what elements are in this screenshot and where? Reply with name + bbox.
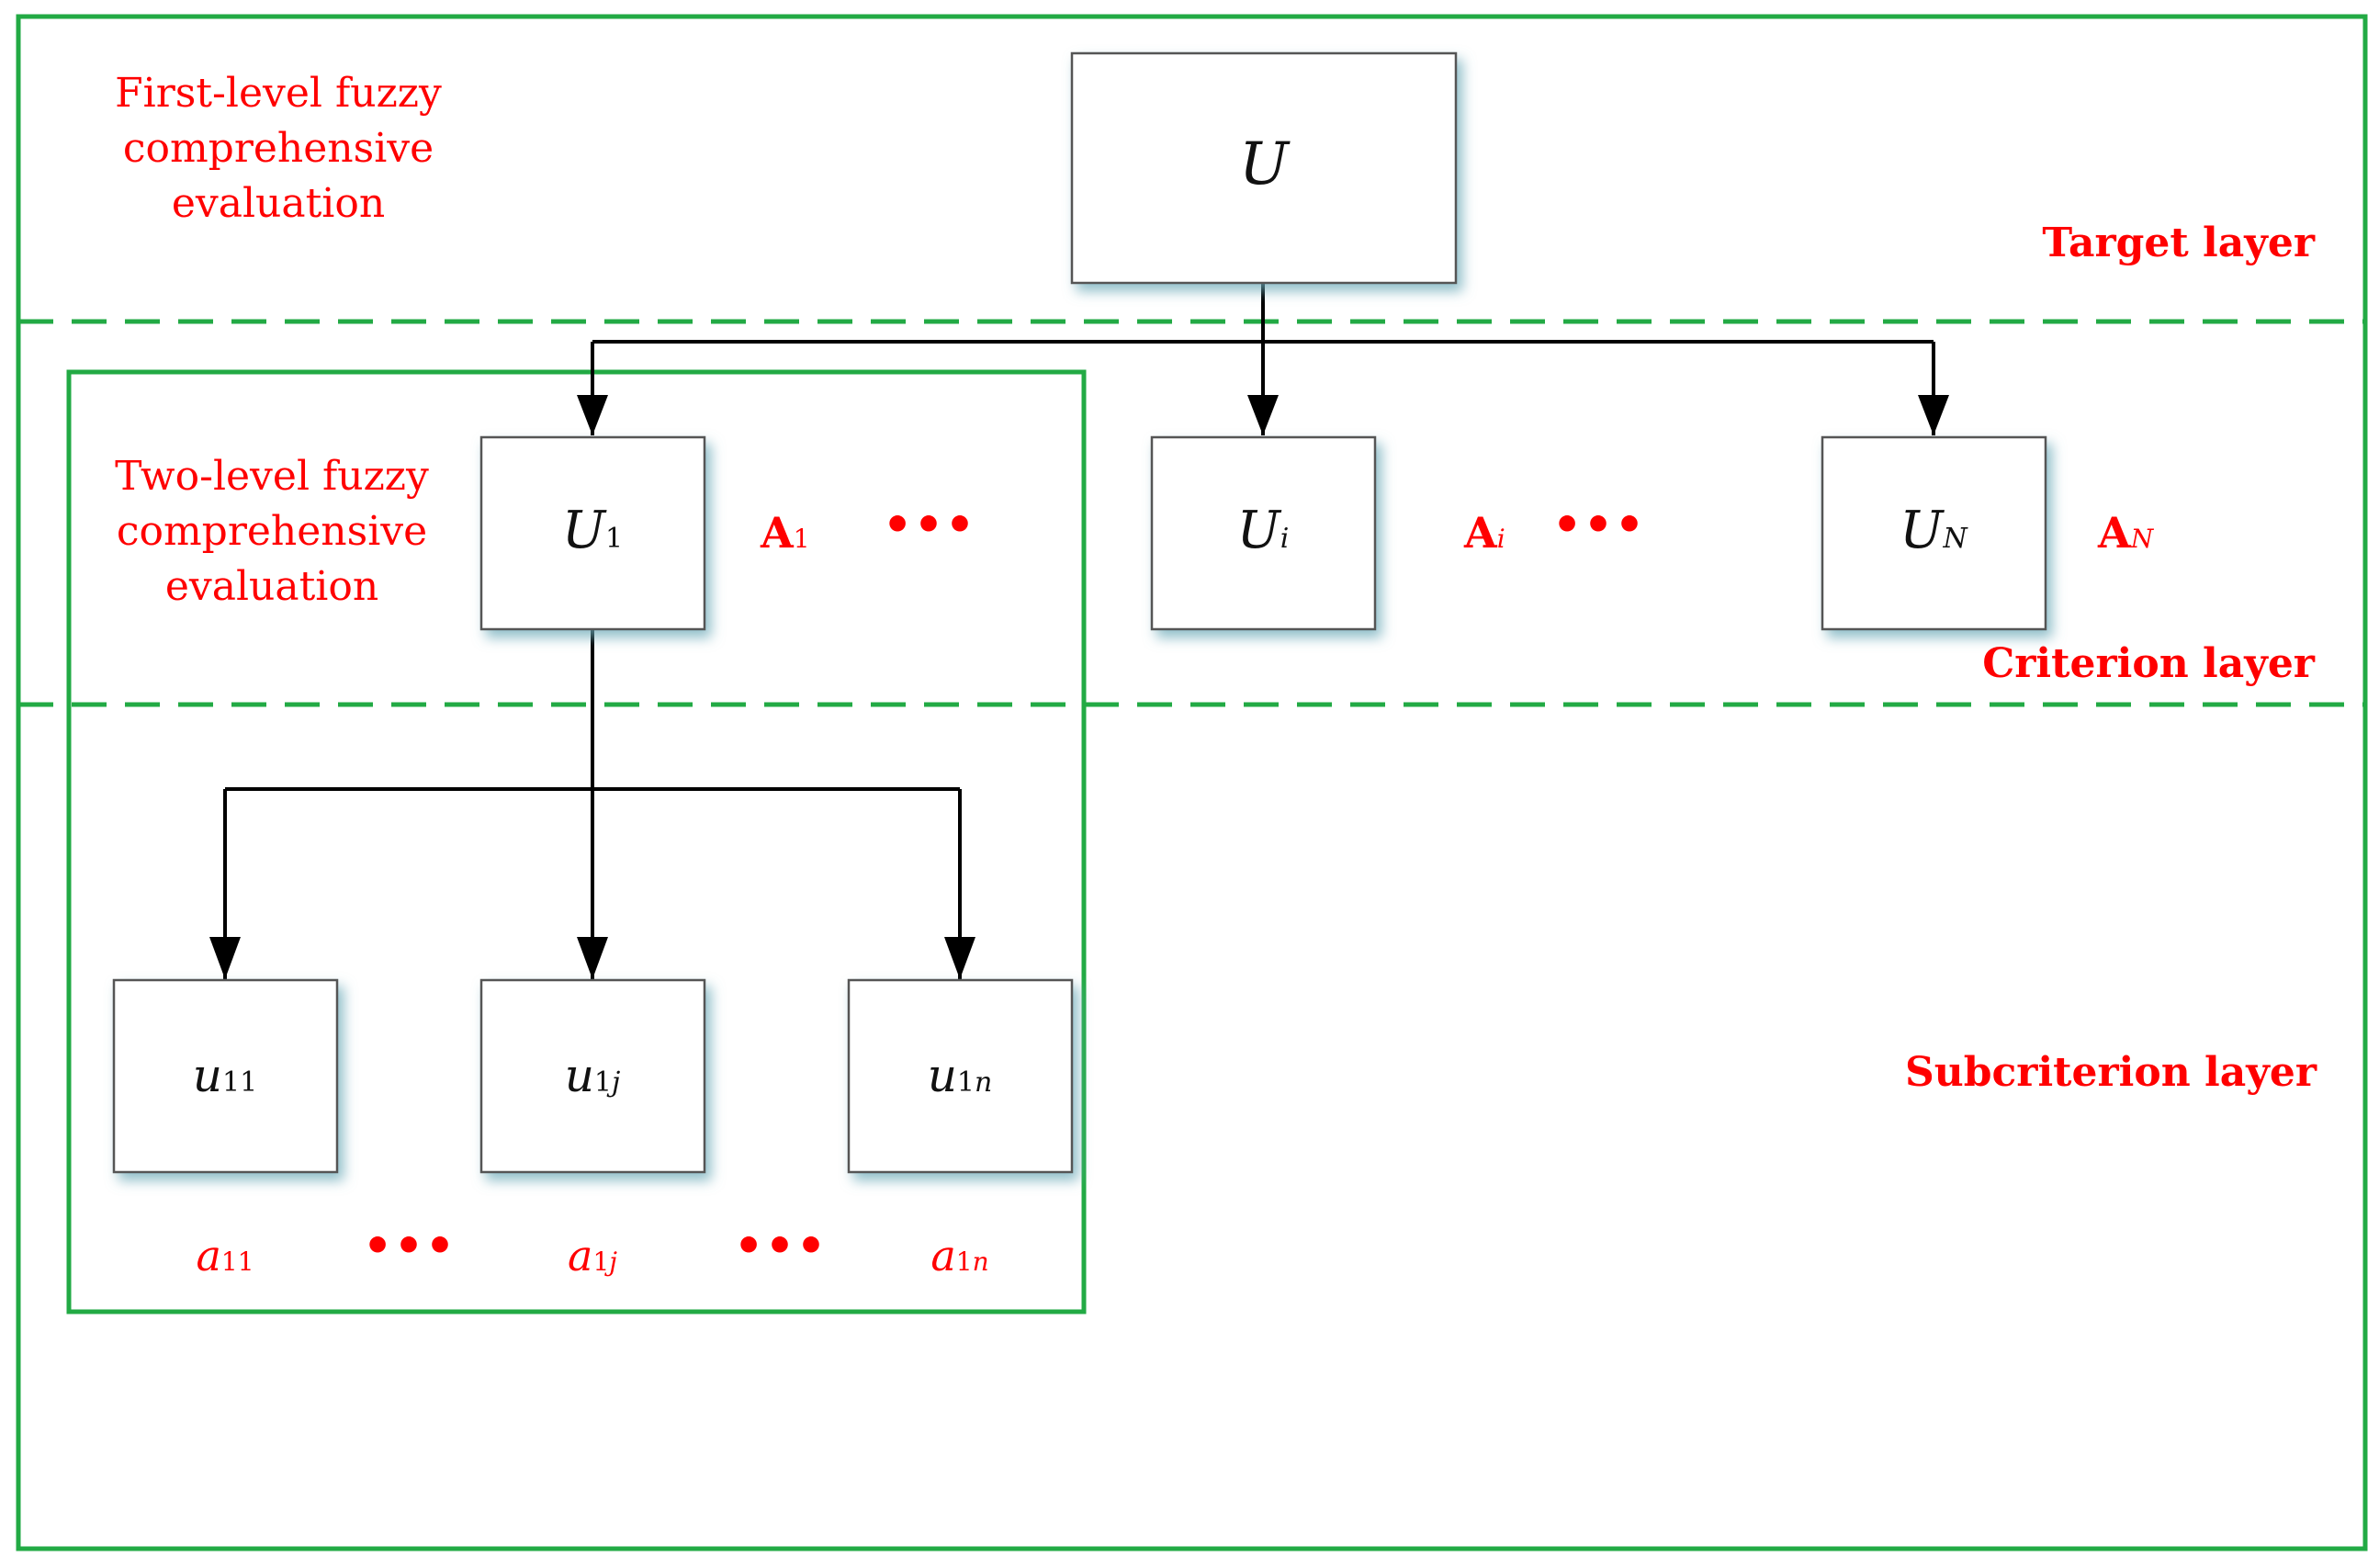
svg-text:Ui: Ui bbox=[1237, 501, 1290, 560]
criterion-ellipsis-1: ••• bbox=[883, 497, 976, 551]
outer-frame bbox=[16, 14, 2368, 1551]
subcriterion-node-n-subscript: 1 bbox=[957, 1066, 975, 1099]
arrowhead-u11 bbox=[209, 937, 241, 979]
subcriterion-ellipsis-1: ••• bbox=[363, 1218, 457, 1272]
first-level-note: First-level fuzzy comprehensive evaluati… bbox=[115, 70, 442, 227]
target-node-symbol: U bbox=[1239, 130, 1291, 198]
target-layer-label: Target layer bbox=[2042, 220, 2315, 266]
criterion-node-i-subscript: i bbox=[1280, 523, 1290, 555]
two-level-note-line-3: evaluation bbox=[165, 563, 378, 610]
criterion-weight-n: AN bbox=[2097, 508, 2155, 558]
criterion-weight-n-subscript: N bbox=[2130, 524, 2155, 554]
arrowhead-un bbox=[1918, 395, 1949, 435]
criterion-weight-i-subscript: i bbox=[1497, 524, 1505, 554]
subcriterion-node-1-symbol: u bbox=[193, 1049, 222, 1102]
criterion-node-n-symbol: U bbox=[1900, 501, 1945, 560]
criterion-weight-1: A1 bbox=[760, 508, 810, 558]
subcriterion-weight-1: a11 bbox=[196, 1231, 254, 1280]
target-connectors bbox=[577, 283, 1949, 435]
svg-text:u1n: u1n bbox=[928, 1049, 993, 1102]
svg-text:u1j: u1j bbox=[565, 1049, 621, 1102]
two-level-note-line-1: Two-level fuzzy bbox=[115, 453, 429, 500]
subcriterion-node-j-symbol: u bbox=[565, 1049, 594, 1102]
arrowhead-u1j bbox=[577, 937, 608, 979]
criterion-weight-i-symbol: A bbox=[1463, 508, 1498, 558]
subcriterion-weight-n-symbol: a bbox=[930, 1231, 955, 1280]
subcriterion-weight-n: a1n bbox=[930, 1231, 988, 1280]
svg-text:U: U bbox=[1239, 130, 1291, 198]
two-level-evaluation-frame bbox=[66, 369, 1087, 1314]
svg-text:U1: U1 bbox=[562, 501, 623, 560]
criterion-weight-i: Ai bbox=[1463, 508, 1505, 558]
svg-text:UN: UN bbox=[1900, 501, 1968, 560]
u1-connectors bbox=[209, 630, 975, 979]
subcriterion-weight-1-subscript: 11 bbox=[221, 1247, 254, 1277]
first-level-note-line-2: comprehensive bbox=[123, 125, 434, 172]
criterion-node-1-symbol: U bbox=[562, 501, 607, 560]
first-level-note-line-1: First-level fuzzy bbox=[115, 70, 442, 117]
subcriterion-node-u1j: u1j bbox=[479, 978, 706, 1174]
subcriterion-node-n-index: n bbox=[975, 1066, 992, 1099]
first-level-note-line-3: evaluation bbox=[172, 180, 385, 227]
arrowhead-u1 bbox=[577, 395, 608, 435]
target-node-u: U bbox=[1070, 51, 1458, 285]
subcriterion-weight-n-index: n bbox=[973, 1247, 989, 1277]
subcriterion-layer-label: Subcriterion layer bbox=[1905, 1049, 2317, 1096]
criterion-node-ui: Ui bbox=[1150, 435, 1377, 631]
criterion-node-n-subscript: N bbox=[1942, 523, 1968, 555]
criterion-node-i-symbol: U bbox=[1237, 501, 1282, 560]
criterion-node-1-subscript: 1 bbox=[605, 523, 623, 555]
subcriterion-node-u11: u11 bbox=[112, 978, 339, 1174]
subcriterion-ellipsis-2: ••• bbox=[734, 1218, 828, 1272]
two-level-note-line-2: comprehensive bbox=[117, 508, 427, 555]
subcriterion-weight-j-subscript: 1 bbox=[592, 1247, 609, 1277]
subcriterion-weight-j-symbol: a bbox=[568, 1231, 592, 1280]
criterion-node-u1: U1 bbox=[479, 435, 706, 631]
subcriterion-weight-j: a1j bbox=[568, 1231, 617, 1280]
criterion-node-un: UN bbox=[1821, 435, 2047, 631]
subcriterion-node-1-subscript: 11 bbox=[222, 1066, 257, 1099]
subcriterion-weight-1-symbol: a bbox=[196, 1231, 220, 1280]
subcriterion-node-n-symbol: u bbox=[928, 1049, 957, 1102]
arrowhead-ui bbox=[1247, 395, 1279, 435]
two-level-note: Two-level fuzzy comprehensive evaluation bbox=[115, 453, 429, 610]
criterion-layer-label: Criterion layer bbox=[1982, 640, 2316, 687]
criterion-weight-n-symbol: A bbox=[2097, 508, 2132, 558]
criterion-ellipsis-2: ••• bbox=[1552, 497, 1646, 551]
criterion-weight-1-subscript: 1 bbox=[794, 524, 810, 554]
svg-text:u11: u11 bbox=[193, 1049, 257, 1102]
subcriterion-weight-n-subscript: 1 bbox=[956, 1247, 973, 1277]
subcriterion-node-u1n: u1n bbox=[847, 978, 1074, 1174]
criterion-weight-1-symbol: A bbox=[760, 508, 795, 558]
arrowhead-u1n bbox=[944, 937, 975, 979]
subcriterion-node-j-subscript: 1 bbox=[594, 1066, 612, 1099]
